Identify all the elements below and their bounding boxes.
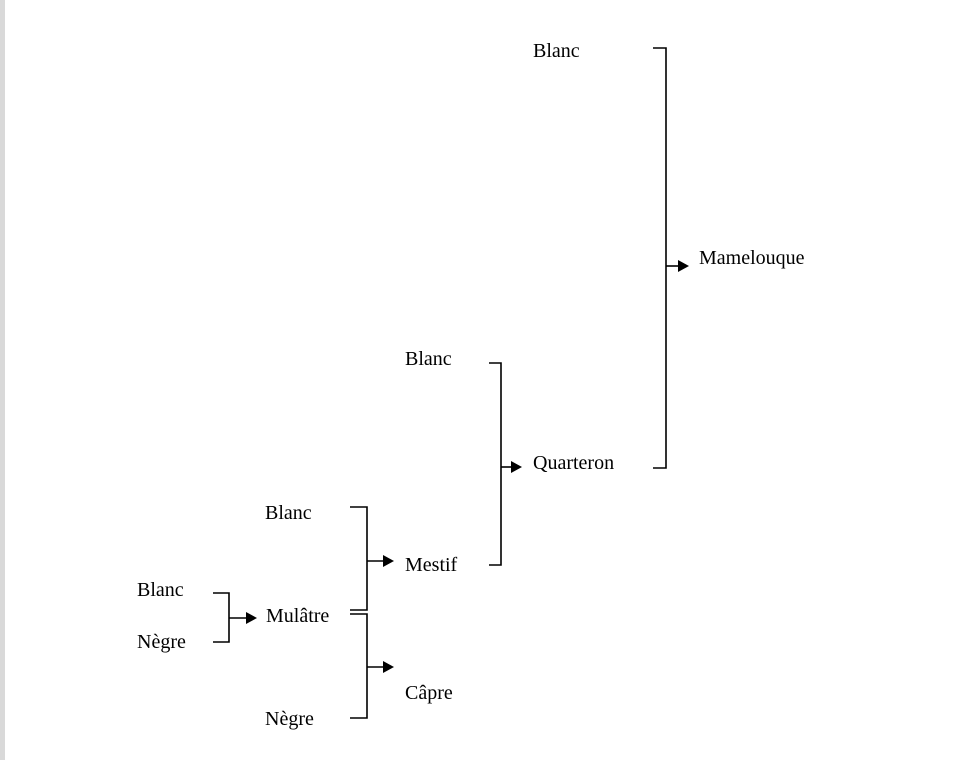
window-left-edge bbox=[0, 0, 5, 760]
arrow-quarteron-head bbox=[511, 461, 522, 473]
label-negre-capre: Nègre bbox=[265, 708, 314, 730]
bracket-quarteron-line bbox=[489, 362, 502, 566]
label-negre-mulatre: Nègre bbox=[137, 631, 186, 653]
arrow-mulatre-head bbox=[246, 612, 257, 624]
bracket-mestif-line bbox=[350, 506, 368, 611]
bracket-capre-line bbox=[350, 613, 368, 719]
arrow-mestif-head bbox=[383, 555, 394, 567]
label-mamelouque: Mamelouque bbox=[699, 247, 805, 269]
label-capre: Câpre bbox=[405, 682, 453, 704]
bracket-mulatre bbox=[213, 592, 257, 643]
label-mulatre: Mulâtre bbox=[266, 605, 329, 627]
bracket-mamelouque-line bbox=[653, 47, 667, 469]
label-mestif: Mestif bbox=[405, 554, 458, 576]
label-blanc-top: Blanc bbox=[533, 40, 580, 62]
bracket-quarteron bbox=[489, 362, 522, 566]
bracket-mulatre-line bbox=[213, 592, 230, 643]
label-blanc-mulatre: Blanc bbox=[137, 579, 184, 601]
bracket-capre bbox=[350, 613, 394, 719]
bracket-mestif bbox=[350, 506, 394, 611]
label-quarteron: Quarteron bbox=[533, 452, 614, 474]
arrow-mamelouque-head bbox=[678, 260, 689, 272]
arrow-capre-head bbox=[383, 661, 394, 673]
label-blanc-quarteron: Blanc bbox=[405, 348, 452, 370]
label-blanc-mestif: Blanc bbox=[265, 502, 312, 524]
bracket-mamelouque bbox=[653, 47, 689, 469]
